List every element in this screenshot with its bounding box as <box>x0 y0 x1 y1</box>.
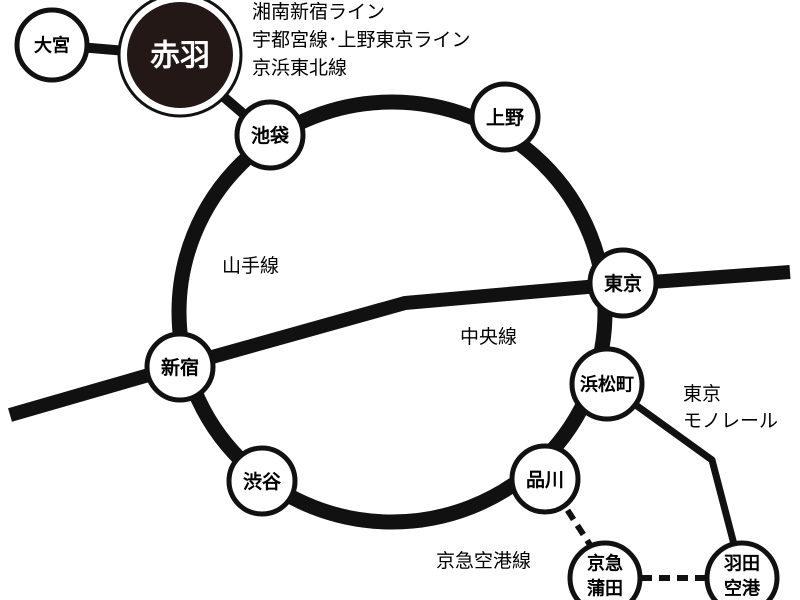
tokyo-monorail-line <box>605 382 746 576</box>
station-hamamatsucho-label: 浜松町 <box>580 374 634 396</box>
chuo-line <box>8 265 791 422</box>
station-akabane-label: 赤羽 <box>150 39 210 74</box>
yamanote-line-label: 山手線 <box>222 255 279 277</box>
akabane-route-label-1: 湘南新宿ライン <box>252 1 385 23</box>
station-shinjuku[interactable]: 新宿 <box>144 331 216 403</box>
station-keikyu-kamata-label-2: 蒲田 <box>587 579 623 600</box>
monorail-label-1: 東京 <box>683 383 721 405</box>
station-tokyo[interactable]: 東京 <box>587 247 659 319</box>
station-ikebukuro-label: 池袋 <box>251 124 290 147</box>
akabane-route-label-3: 京浜東北線 <box>252 57 347 79</box>
station-shinagawa[interactable]: 品川 <box>509 443 581 515</box>
station-keikyu-kamata-label-1: 京急 <box>587 553 623 575</box>
station-shibuya[interactable]: 渋谷 <box>226 445 298 517</box>
station-ikebukuro[interactable]: 池袋 <box>234 99 306 171</box>
station-shinjuku-label: 新宿 <box>161 356 199 379</box>
station-keikyu-kamata[interactable]: 京急 蒲田 <box>567 540 643 600</box>
monorail-label-2: モノレール <box>683 410 778 432</box>
station-hamamatsucho[interactable]: 浜松町 <box>569 346 645 422</box>
station-tokyo-label: 東京 <box>604 272 642 295</box>
station-haneda-airport-label-1: 羽田 <box>724 554 760 575</box>
station-ueno[interactable]: 上野 <box>469 81 541 153</box>
station-akabane[interactable]: 赤羽 <box>117 0 243 118</box>
chuo-line-label: 中央線 <box>460 326 517 348</box>
station-ueno-label: 上野 <box>486 107 524 129</box>
akabane-route-label-2: 宇都宮線･上野東京ライン <box>252 29 471 51</box>
station-shibuya-label: 渋谷 <box>243 470 282 493</box>
station-shinagawa-label: 品川 <box>526 469 564 491</box>
station-omiya[interactable]: 大宮 <box>14 7 90 83</box>
keikyu-airport-line-label: 京急空港線 <box>436 550 531 572</box>
station-haneda-airport-label-2: 空港 <box>724 578 761 600</box>
station-omiya-label: 大宮 <box>34 35 70 57</box>
station-haneda-airport[interactable]: 羽田 空港 <box>704 540 780 600</box>
